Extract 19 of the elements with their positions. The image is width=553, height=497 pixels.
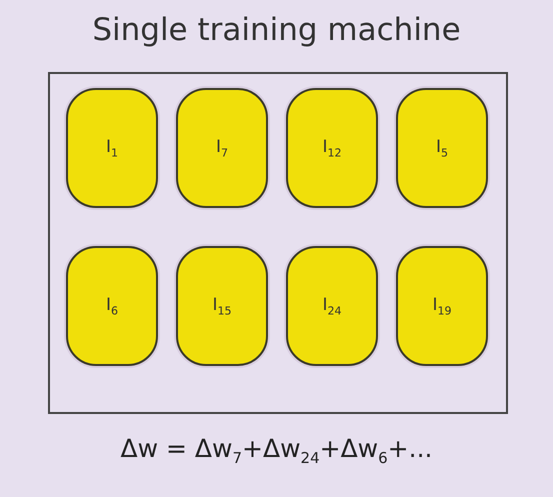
instance-label: I$_{6}$ (106, 294, 118, 318)
instance-pill (176, 246, 268, 366)
instance-pill (286, 246, 378, 366)
instance-pill (66, 88, 158, 208)
instance-label: I$_{7}$ (216, 136, 228, 160)
instance-label: I$_{1}$ (106, 136, 118, 160)
instance-label: I$_{24}$ (322, 294, 342, 318)
instance-pill (176, 88, 268, 208)
instance-pill (286, 88, 378, 208)
title: Single training machine (91, 12, 462, 48)
machine-frame (48, 72, 508, 414)
instance-label: I$_{5}$ (436, 136, 448, 160)
instance-pill (396, 88, 488, 208)
instance-pill (66, 246, 158, 366)
instance-label: I$_{15}$ (212, 294, 232, 318)
instance-pill (396, 246, 488, 366)
instance-label: I$_{12}$ (322, 136, 342, 160)
formula-caption: Δw = Δw$_{7}$+Δw$_{24}$+Δw$_{6}$+... (120, 434, 434, 467)
instance-label: I$_{19}$ (432, 294, 452, 318)
